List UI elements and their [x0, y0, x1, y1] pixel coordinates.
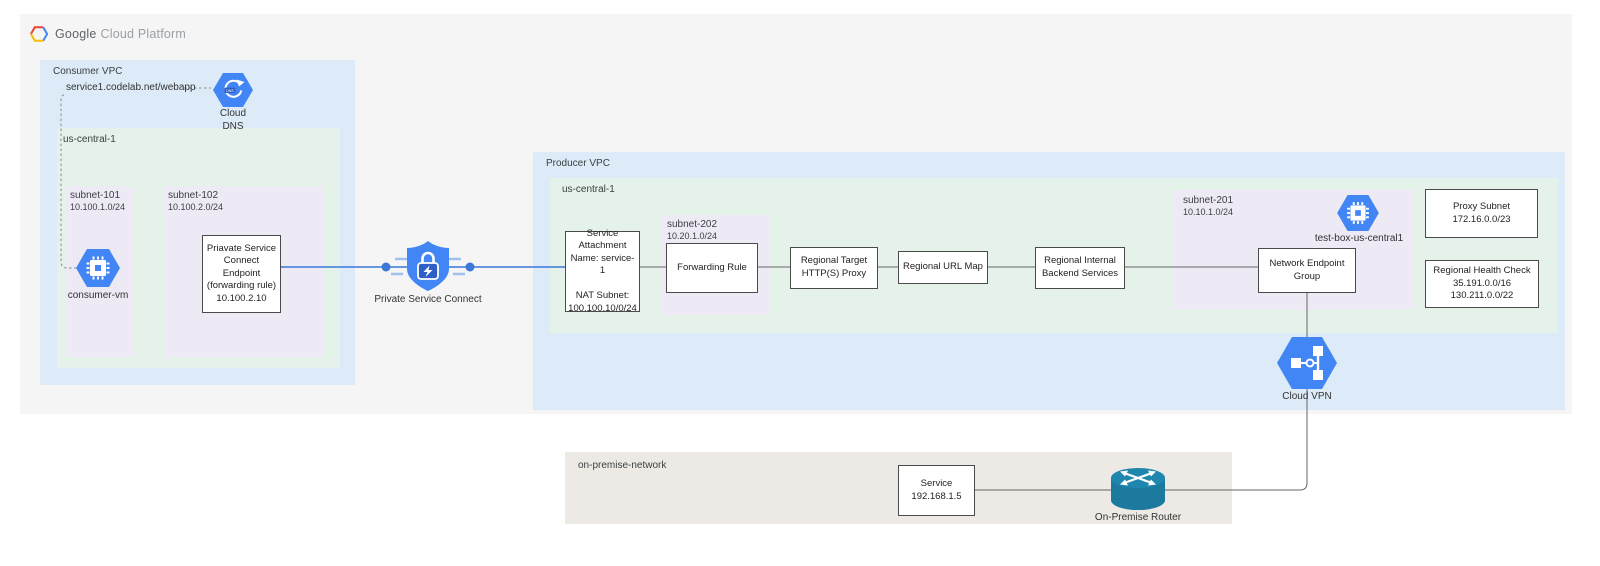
private-service-connect-icon [373, 239, 483, 295]
service-attachment-node: Service Attachment Name: service-1 NAT S… [565, 228, 640, 314]
on-premise-label: on-premise-network [578, 460, 667, 471]
health-check-node: Regional Health Check 35.191.0.0/16 130.… [1425, 260, 1539, 308]
forwarding-rule-node: Forwarding Rule [666, 243, 758, 293]
psc-endpoint-node: Priavate Service Connect Endpoint (forwa… [202, 235, 281, 313]
target-proxy-node: Regional Target HTTP(S) Proxy [790, 247, 878, 289]
svg-text:DNS: DNS [226, 89, 234, 93]
consumer-vm-label: consumer-vm [67, 290, 129, 301]
consumer-vm-icon [76, 249, 120, 287]
gcp-header: Google Cloud Platform [30, 26, 186, 42]
subnet-201-cidr: 10.10.1.0/24 [1183, 207, 1234, 217]
cloud-dns-icon: DNS [213, 73, 253, 107]
backend-services-node: Regional Internal Backend Services [1035, 247, 1125, 289]
brand-cloud-platform: Cloud Platform [100, 27, 186, 41]
brand-google: Google [55, 27, 97, 41]
subnet-102-name: subnet-102 [168, 190, 219, 201]
subnet-202-cidr: 10.20.1.0/24 [667, 231, 718, 241]
cloud-vpn-icon [1277, 337, 1337, 389]
subnet-101-cidr: 10.100.1.0/24 [70, 202, 126, 212]
test-box-icon [1337, 195, 1379, 231]
consumer-vpc-label: Consumer VPC [53, 66, 123, 77]
producer-region-label: us-central-1 [562, 184, 615, 195]
subnet-102-cidr: 10.100.2.0/24 [168, 202, 224, 212]
network-endpoint-group-node: Network Endpoint Group [1258, 248, 1356, 293]
consumer-region-label: us-central-1 [63, 134, 116, 145]
producer-vpc-label: Producer VPC [546, 158, 610, 169]
on-prem-service-node: Service 192.168.1.5 [898, 465, 975, 516]
subnet-101-name: subnet-101 [70, 190, 121, 201]
on-premise-router-icon [1110, 467, 1166, 511]
on-premise-router-label: On-Premise Router [1094, 512, 1182, 523]
cloud-vpn-label: Cloud VPN [1282, 391, 1332, 402]
subnet-202-name: subnet-202 [667, 219, 718, 230]
dns-record-text: service1.codelab.net/webapp [66, 82, 196, 93]
proxy-subnet-node: Proxy Subnet 172.16.0.0/23 [1425, 189, 1538, 238]
cloud-dns-label: Cloud DNS [219, 108, 247, 132]
url-map-node: Regional URL Map [898, 251, 988, 284]
subnet-201-name: subnet-201 [1183, 195, 1234, 206]
test-box-label: test-box-us-central1 [1314, 233, 1404, 244]
gcp-logo-icon [30, 26, 48, 42]
psc-label: Private Service Connect [374, 294, 482, 305]
